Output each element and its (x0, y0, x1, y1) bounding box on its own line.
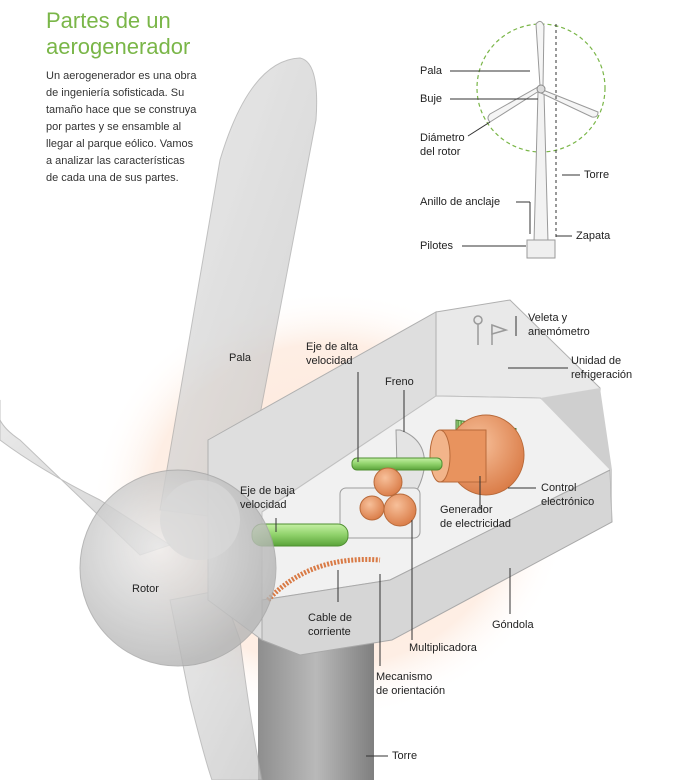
label-line: electrónico (541, 496, 595, 508)
label-line: Eje de alta (306, 341, 358, 353)
hub-center (160, 480, 240, 560)
label-line: del rotor (420, 146, 461, 158)
small-turbine (476, 20, 606, 259)
gondola-front (261, 469, 613, 656)
label-line: Veleta y (528, 312, 568, 324)
label-buje: Buje (420, 93, 443, 105)
generator (429, 414, 525, 496)
label-zapata: Zapata (576, 230, 611, 242)
label-diametro-rotor: Diámetro del rotor (420, 131, 465, 159)
label-line: de orientación (376, 685, 446, 697)
small-tower (533, 91, 549, 243)
intro-line: de cada una de sus partes. (46, 172, 179, 184)
small-foundation (526, 239, 556, 259)
label-cable: Cable de corriente (308, 611, 352, 639)
small-blade-left (487, 86, 540, 123)
label-veleta: Veleta y anemómetro (528, 311, 590, 339)
leader-lines-main (275, 316, 568, 757)
label-line: refrigeración (571, 369, 633, 381)
label-eje-baja: Eje de baja velocidad (240, 484, 295, 512)
label-line: velocidad (240, 499, 287, 511)
label-line: Mecanismo (376, 671, 433, 683)
label-pala-small: Pala (420, 65, 443, 77)
intro-paragraph: Un aerogenerador es una obra de ingenier… (46, 68, 236, 187)
label-line: de electricidad (440, 518, 511, 530)
title-line-1: Partes de un (46, 8, 171, 33)
label-gondola: Góndola (492, 619, 534, 631)
label-torre-main: Torre (392, 750, 418, 762)
label-line: anemómetro (528, 326, 590, 338)
small-hub (536, 84, 546, 94)
label-line: velocidad (306, 355, 353, 367)
label-multiplicadora: Multiplicadora (409, 642, 477, 654)
label-anillo-anclaje: Anillo de anclaje (420, 196, 501, 208)
label-line: Generador (440, 504, 493, 516)
label-control: Control electrónico (541, 481, 594, 509)
small-blade-right (540, 89, 599, 118)
label-eje-alta: Eje de alta velocidad (306, 340, 358, 368)
label-line: corriente (308, 626, 351, 638)
label-line: Cable de (308, 612, 353, 624)
blade-top (159, 57, 318, 521)
small-blade-up (535, 20, 545, 87)
label-freno: Freno (385, 376, 414, 388)
label-line: Diámetro (420, 132, 465, 144)
intro-line: Un aerogenerador es una obra (46, 70, 197, 82)
label-line: Control (541, 482, 577, 494)
label-line: Unidad de (571, 355, 622, 367)
vane-anemometer (473, 315, 509, 345)
label-torre-small: Torre (584, 169, 610, 181)
gondola-right-side (540, 388, 612, 522)
label-pala-main: Pala (229, 352, 252, 364)
gearbox (339, 467, 421, 539)
intro-line: llegar al parque eólico. Vamos (46, 138, 194, 150)
label-pilotes: Pilotes (420, 240, 454, 252)
high-speed-shaft (351, 457, 443, 471)
label-rotor: Rotor (132, 583, 159, 595)
label-line: Eje de baja (240, 485, 296, 497)
title-line-2: aerogenerador (46, 34, 191, 59)
intro-line: a analizar las características (46, 155, 185, 167)
intro-line: tamaño hace que se construya (46, 104, 197, 116)
page-title: Partes de un aerogenerador (46, 8, 266, 60)
label-refrigeracion: Unidad de refrigeración (571, 354, 632, 382)
label-generador: Generador de electricidad (440, 503, 511, 531)
leader-lines-small (450, 70, 580, 247)
label-mecanismo: Mecanismo de orientación (376, 670, 445, 698)
intro-line: por partes y se ensamble al (46, 121, 182, 133)
intro-line: de ingeniería sofisticada. Su (46, 87, 185, 99)
